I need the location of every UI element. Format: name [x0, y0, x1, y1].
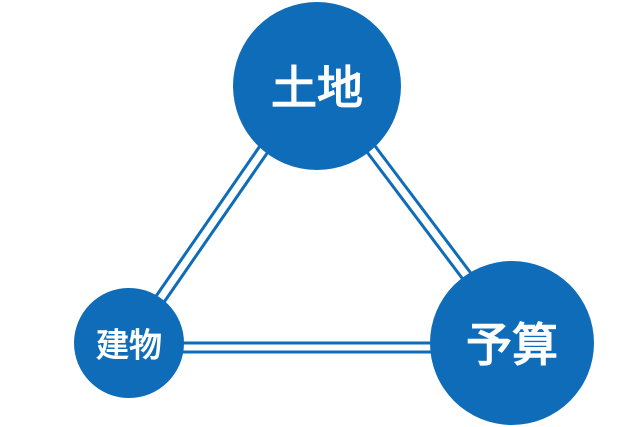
connector-land-building: [150, 142, 272, 309]
node-land-label: 土地: [271, 61, 363, 115]
node-budget: 予算: [430, 261, 594, 425]
node-building-label: 建物: [96, 326, 162, 365]
node-budget-label: 予算: [466, 318, 558, 372]
connector-building-budget: [180, 341, 432, 354]
node-building-circle: [74, 288, 184, 398]
node-budget-circle: [430, 261, 594, 425]
node-building: 建物: [74, 288, 184, 398]
connector-land-budget: [362, 141, 475, 283]
node-land: 土地: [233, 2, 401, 170]
node-land-circle: [233, 2, 401, 170]
